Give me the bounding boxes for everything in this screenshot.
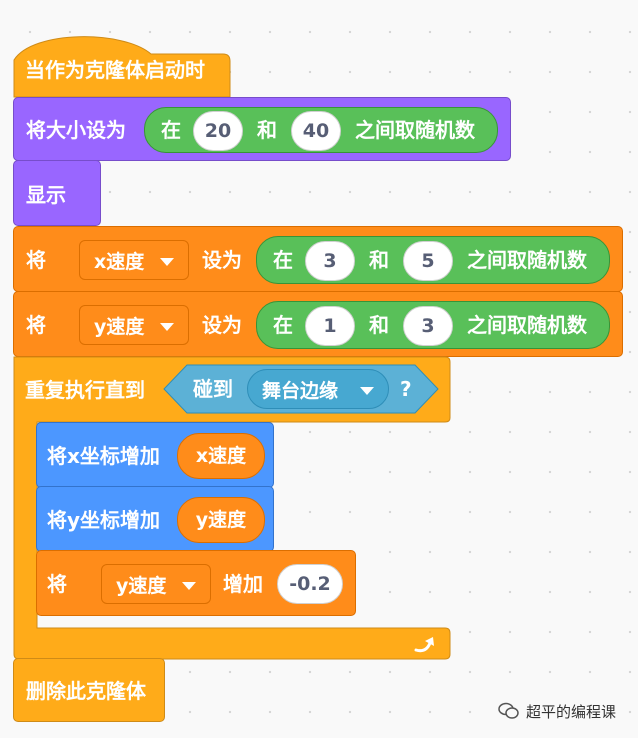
random-operator[interactable]: 在 20 和 40 之间取随机数 <box>144 107 498 153</box>
watermark-text: 超平的编程课 <box>526 703 617 721</box>
yspeed-dropdown-label: y速度 <box>116 575 167 597</box>
yspeed-variable-dropdown[interactable]: y速度 <box>79 305 189 345</box>
random-to-input[interactable]: 5 <box>403 241 453 281</box>
chevron-down-icon <box>182 582 196 590</box>
chevron-down-icon <box>160 323 174 331</box>
hat-block-when-start-as-clone[interactable]: 当作为克隆体启动时 <box>13 30 231 98</box>
set-yspeed-block[interactable]: 将 y速度 设为 在 1 和 3 之间取随机数 <box>13 291 623 357</box>
random-tail-label: 之间取随机数 <box>467 313 587 337</box>
touching-target-label: 舞台边缘 <box>262 380 339 402</box>
set-size-block[interactable]: 将大小设为 在 20 和 40 之间取随机数 <box>13 97 511 161</box>
chevron-down-icon <box>360 387 374 395</box>
random-and-label: 和 <box>369 313 389 337</box>
loop-arrow-icon <box>414 637 434 653</box>
set-xspeed-set-label: 设为 <box>202 248 242 272</box>
random-from-input[interactable]: 3 <box>305 241 355 281</box>
yspeed-dropdown-label: y速度 <box>94 316 145 338</box>
show-block[interactable]: 显示 <box>13 160 101 226</box>
set-xspeed-block[interactable]: 将 x速度 设为 在 3 和 5 之间取随机数 <box>13 226 623 292</box>
change-yspeed-block[interactable]: 将 y速度 增加 -0.2 <box>36 550 356 616</box>
random-to-input[interactable]: 40 <box>291 111 341 151</box>
change-x-block[interactable]: 将x坐标增加 x速度 <box>36 422 274 488</box>
set-xspeed-label: 将 <box>26 248 46 272</box>
change-y-label: 将y坐标增加 <box>47 508 161 532</box>
random-tail-label: 之间取随机数 <box>355 118 475 142</box>
touching-label: 碰到 <box>193 377 233 401</box>
random-from-input[interactable]: 20 <box>193 111 243 151</box>
yspeed-reporter[interactable]: y速度 <box>177 497 265 543</box>
change-yspeed-label: 将 <box>47 572 67 596</box>
xspeed-variable-dropdown[interactable]: x速度 <box>79 240 189 280</box>
change-x-label: 将x坐标增加 <box>47 444 160 468</box>
random-tail-label: 之间取随机数 <box>467 248 587 272</box>
random-in-label: 在 <box>273 248 293 272</box>
chevron-down-icon <box>160 258 174 266</box>
set-size-label: 将大小设为 <box>26 118 126 142</box>
random-in-label: 在 <box>273 313 293 337</box>
change-y-block[interactable]: 将y坐标增加 y速度 <box>36 486 274 552</box>
change-op-label: 增加 <box>223 572 263 596</box>
random-operator[interactable]: 在 1 和 3 之间取随机数 <box>256 301 610 349</box>
random-and-label: 和 <box>369 248 389 272</box>
repeat-until-label: 重复执行直到 <box>25 378 145 402</box>
random-in-label: 在 <box>161 118 181 142</box>
set-yspeed-set-label: 设为 <box>202 313 242 337</box>
delete-clone-block[interactable]: 删除此克隆体 <box>13 658 165 722</box>
random-to-input[interactable]: 3 <box>403 306 453 346</box>
xspeed-dropdown-label: x速度 <box>94 251 145 273</box>
delete-clone-label: 删除此克隆体 <box>26 679 146 703</box>
random-operator[interactable]: 在 3 和 5 之间取随机数 <box>256 236 610 284</box>
repeat-until-block[interactable]: 重复执行直到 碰到 舞台边缘 ? <box>13 356 451 660</box>
change-value-input[interactable]: -0.2 <box>277 564 343 604</box>
touching-target-dropdown[interactable]: 舞台边缘 <box>247 369 389 409</box>
wechat-icon <box>498 702 519 719</box>
yspeed-variable-dropdown[interactable]: y速度 <box>101 564 211 604</box>
xspeed-reporter[interactable]: x速度 <box>177 433 265 479</box>
random-from-input[interactable]: 1 <box>305 306 355 346</box>
set-yspeed-label: 将 <box>26 313 46 337</box>
hat-label: 当作为克隆体启动时 <box>25 58 205 82</box>
random-and-label: 和 <box>257 118 277 142</box>
hat-shape <box>13 36 231 98</box>
show-label: 显示 <box>26 183 66 207</box>
touching-question-mark: ? <box>400 377 412 401</box>
